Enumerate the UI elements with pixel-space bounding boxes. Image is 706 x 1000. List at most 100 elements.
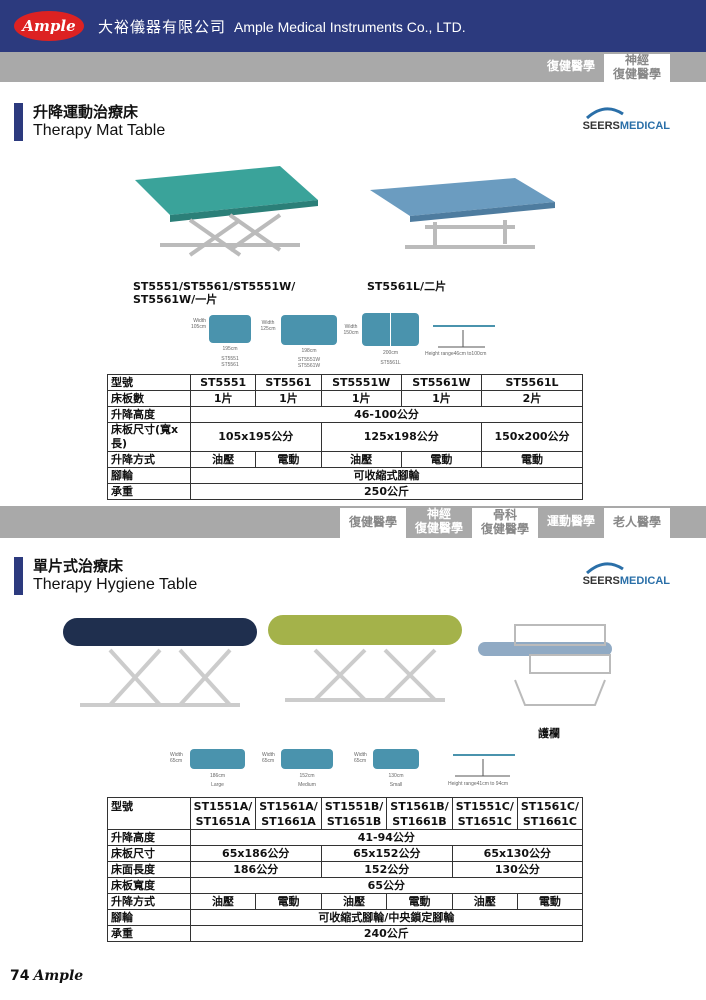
nav-rehab[interactable]: 復健醫學 (340, 508, 406, 538)
table-cell: 1片 (189, 390, 257, 407)
table-cell: 186公分 (189, 861, 322, 878)
diagram-width-label: Width 150cm (343, 324, 359, 336)
table-cell: 單片式治療床 (33, 557, 124, 575)
table-cell: ST1561B/ ST1661B (386, 797, 453, 830)
category-nav: 復健醫學 神經 復健醫學 (0, 52, 706, 82)
footer-brand: Ample (33, 968, 84, 984)
mat-table-two-section-image (370, 178, 555, 249)
table-cell: 41-94公分 (189, 829, 584, 846)
table-size-diagram (209, 315, 251, 343)
table-cell: 130公分 (451, 861, 584, 878)
caption-two-section: ST5561L/二片 (367, 280, 447, 293)
table-cell: ST5561 (255, 374, 322, 391)
table-cell: 升降方式 (107, 451, 191, 468)
table-cell: 油壓 (320, 893, 388, 910)
table-cell: 床板尺寸(寬x長) (107, 422, 191, 452)
seers-medical-logo: SEERSMEDICAL (583, 106, 670, 132)
table-cell: ST1561A/ ST1661A (255, 797, 322, 830)
table-size-diagram (190, 749, 245, 769)
table-cell: 承重 (107, 925, 191, 942)
table-cell: 65x130公分 (451, 845, 584, 862)
table-cell: 電動 (386, 893, 453, 910)
diagram-length-label: 186cm (209, 773, 225, 779)
diagram-length-label: 200cm (382, 350, 398, 356)
table-cell: 240公斤 (189, 925, 584, 942)
table-cell: ST1551A/ ST1651A (189, 797, 257, 830)
table-cell: 電動 (400, 451, 483, 468)
diagram-models-label: ST5551W ST5561W (297, 357, 321, 369)
diagram-length-label: 130cm (388, 773, 404, 779)
table-size-diagram (362, 313, 419, 346)
table-cell: 46-100公分 (190, 406, 583, 423)
table-cell: ST1551C/ ST1651C (451, 797, 518, 830)
table-size-diagram (281, 315, 337, 345)
caption-single-section: ST5551/ST5561/ST5551W/ ST5561W/一片 (133, 280, 296, 306)
hygiene-table-large-image (63, 618, 257, 707)
diagram-length-label: 195cm (222, 346, 238, 352)
table-cell: 可收縮式腳輪 (190, 467, 583, 484)
diagram-width-label: Width 125cm (260, 320, 276, 332)
nav-ortho-rehab[interactable]: 骨科 復健醫學 (472, 508, 538, 538)
table-cell: 大裕儀器有限公司 (98, 17, 227, 36)
page-number: 74 (10, 968, 30, 984)
table-cell: 油壓 (320, 451, 402, 468)
height-range-label: Height range41cm to 94cm (448, 781, 509, 787)
table-cell: 1片 (255, 390, 322, 407)
table-cell: Therapy Mat Table (33, 122, 166, 139)
table-cell: MEDICAL (619, 120, 670, 132)
table-cell: ST1551B/ ST1651B (320, 797, 388, 830)
nav-rehab[interactable]: 復健醫學 (546, 59, 595, 74)
table-cell: ST1561C/ ST1661C (516, 797, 584, 830)
table-cell: 65公分 (189, 877, 584, 894)
table-cell: 65x186公分 (189, 845, 322, 862)
height-range-icon (433, 325, 495, 348)
height-range-label: Height range46cm to100cm (425, 351, 487, 357)
diagram-length-label: 152cm (299, 773, 315, 779)
table-cell: SEERS (582, 120, 620, 132)
nav-neuro-rehab[interactable]: 神經 復健醫學 (604, 53, 670, 82)
table-cell: 250公斤 (190, 483, 583, 500)
table-cell: Ample Medical Instruments Co., LTD. (234, 18, 466, 35)
table-cell: 腳輪 (107, 909, 191, 926)
nav-geriatric[interactable]: 老人醫學 (604, 508, 670, 538)
table-cell: 1片 (320, 390, 402, 407)
caption-side-rail: 護欄 (538, 727, 560, 740)
table-cell: 床面長度 (107, 861, 191, 878)
table-cell: 型號 (107, 797, 191, 830)
table-cell: 105x195公分 (190, 422, 322, 452)
table-cell: 電動 (481, 451, 583, 468)
table-cell: 電動 (255, 451, 322, 468)
table-cell: 升降高度 (107, 406, 191, 423)
table-cell: MEDICAL (619, 575, 670, 587)
table-cell: 2片 (481, 390, 583, 407)
table-cell: 150x200公分 (481, 422, 583, 452)
hygiene-table-with-rail-image (478, 624, 612, 706)
category-nav-2: 復健醫學 神經 復健醫學 骨科 復健醫學 運動醫學 老人醫學 (0, 506, 706, 538)
table-size-diagram (373, 749, 419, 769)
table-cell: 65x152公分 (320, 845, 453, 862)
table-cell: 升降運動治療床 (33, 103, 139, 121)
mat-table-image (135, 166, 318, 257)
table-cell: 升降方式 (107, 893, 191, 910)
diagram-width-label: Width 65cm (262, 752, 275, 764)
table-cell: 床板數 (107, 390, 191, 407)
diagram-length-label: 198cm (301, 348, 317, 354)
table-cell: 升降高度 (107, 829, 191, 846)
table-cell: ST5561L (481, 374, 583, 391)
table-cell: 電動 (516, 893, 584, 910)
nav-neuro-rehab[interactable]: 神經 復健醫學 (414, 507, 463, 535)
seers-medical-logo: SEERSMEDICAL (583, 561, 670, 587)
table-cell: 油壓 (451, 893, 518, 910)
table-cell: 電動 (255, 893, 322, 910)
table-size-diagram (281, 749, 333, 769)
table-cell: ST5561W (400, 374, 483, 391)
table-cell: SEERS (582, 575, 620, 587)
table-cell: 承重 (107, 483, 191, 500)
nav-sports-medicine[interactable]: 運動醫學 (546, 514, 595, 529)
